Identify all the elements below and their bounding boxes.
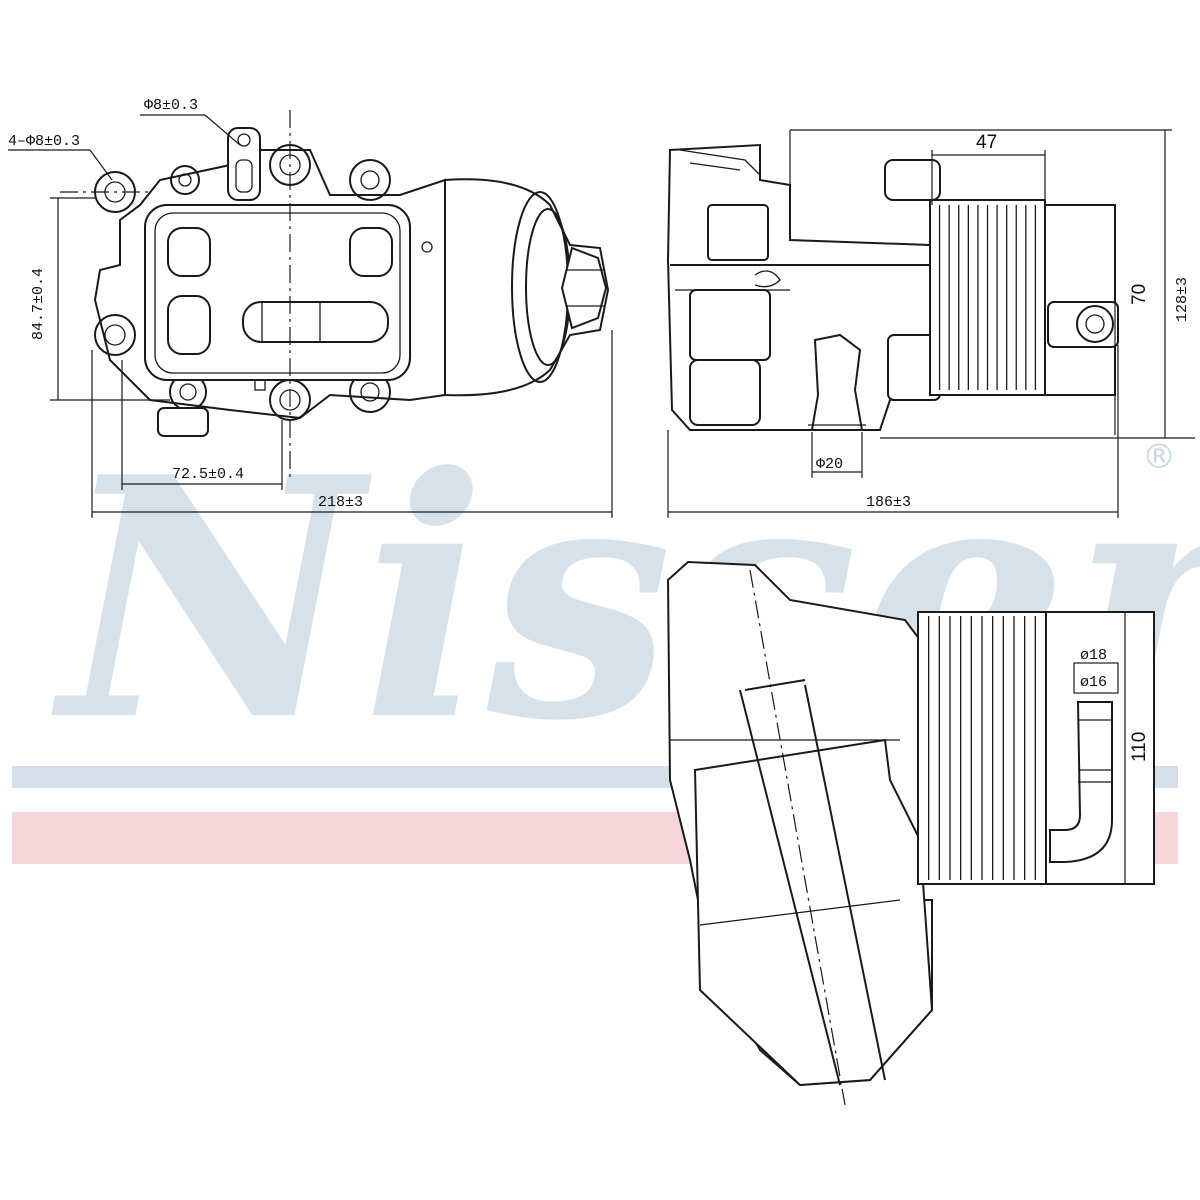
port-bottom-left: [167, 295, 211, 355]
top-hole-label: Φ8±0.3: [144, 97, 198, 114]
mounting-holes-label: 4–Φ8±0.3: [8, 133, 80, 150]
registered-mark: ®: [1142, 437, 1176, 477]
side-height-label: 128±3: [1174, 277, 1191, 322]
top-filter-ribs: [928, 616, 1036, 880]
side-outlet-port: [1047, 301, 1119, 348]
pipe-dia-label: Φ20: [816, 456, 843, 473]
front-width-label: 218±3: [318, 494, 363, 511]
side-pipe: [810, 333, 864, 431]
filter-ribs: [938, 205, 1037, 390]
top-width-label: 110: [1129, 732, 1150, 762]
port-top-left: [167, 227, 211, 277]
side-depth-label: 47: [976, 132, 997, 153]
front-height-label: 84.7±0.4: [30, 268, 47, 340]
side-length-label: 186±3: [866, 494, 911, 511]
pipe-dia-inner-label: ø16: [1080, 674, 1107, 691]
side-view: 47 128±3 70 186±3 Φ20: [666, 129, 1195, 518]
top-view: ø18 ø16 110: [666, 560, 1155, 1106]
front-spacing-label: 72.5±0.4: [172, 466, 244, 483]
port-height-label: 70: [1129, 284, 1150, 305]
pipe-dia-box: [1073, 662, 1119, 694]
mounting-lug-bottom-left: [94, 314, 136, 356]
coolant-pipe: [242, 301, 389, 343]
filter-cap-nut: [560, 246, 608, 330]
oil-cooler-plate: [144, 204, 411, 381]
bottom-fitting: [157, 407, 209, 437]
port-top-right: [349, 227, 393, 277]
pipe-dia-outer-label: ø18: [1080, 647, 1107, 664]
front-view: 84.7±0.4 72.5±0.4 218±3 Φ8±0.3 4–Φ8±0.3: [8, 97, 613, 518]
